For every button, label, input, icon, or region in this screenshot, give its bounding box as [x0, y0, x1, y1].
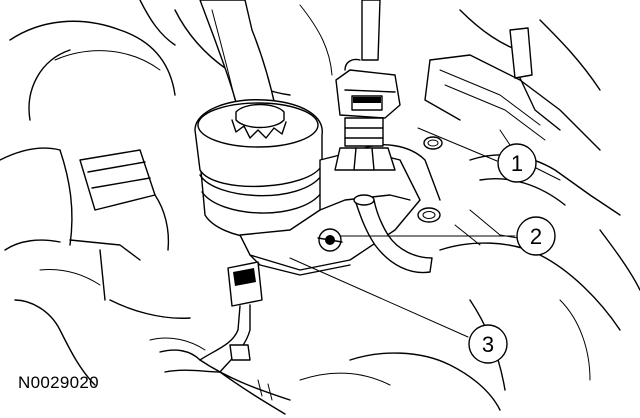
callout-label-3: 3: [482, 332, 494, 357]
callout-circle-1: [497, 143, 537, 183]
callout-2: 2: [516, 216, 556, 256]
pressure-line: [353, 194, 433, 274]
leader-lines: [289, 127, 516, 338]
wiring-harness: [159, 261, 291, 415]
callout-1: 1: [497, 143, 537, 183]
callout-label-2: 2: [530, 224, 542, 249]
callout-circle-2: [516, 216, 556, 256]
callout-3: 3: [468, 324, 508, 364]
pressure-switch: [334, 0, 401, 171]
leader-line-1: [417, 127, 498, 162]
power-steering-reservoir: [194, 99, 323, 240]
callout-label-1: 1: [511, 151, 523, 176]
leader-line-3: [289, 257, 469, 338]
reservoir-hose: [199, 0, 277, 111]
figure-id: N0029020: [18, 373, 99, 392]
callout-circle-3: [468, 324, 508, 364]
hose-clamp-left: [59, 149, 170, 251]
